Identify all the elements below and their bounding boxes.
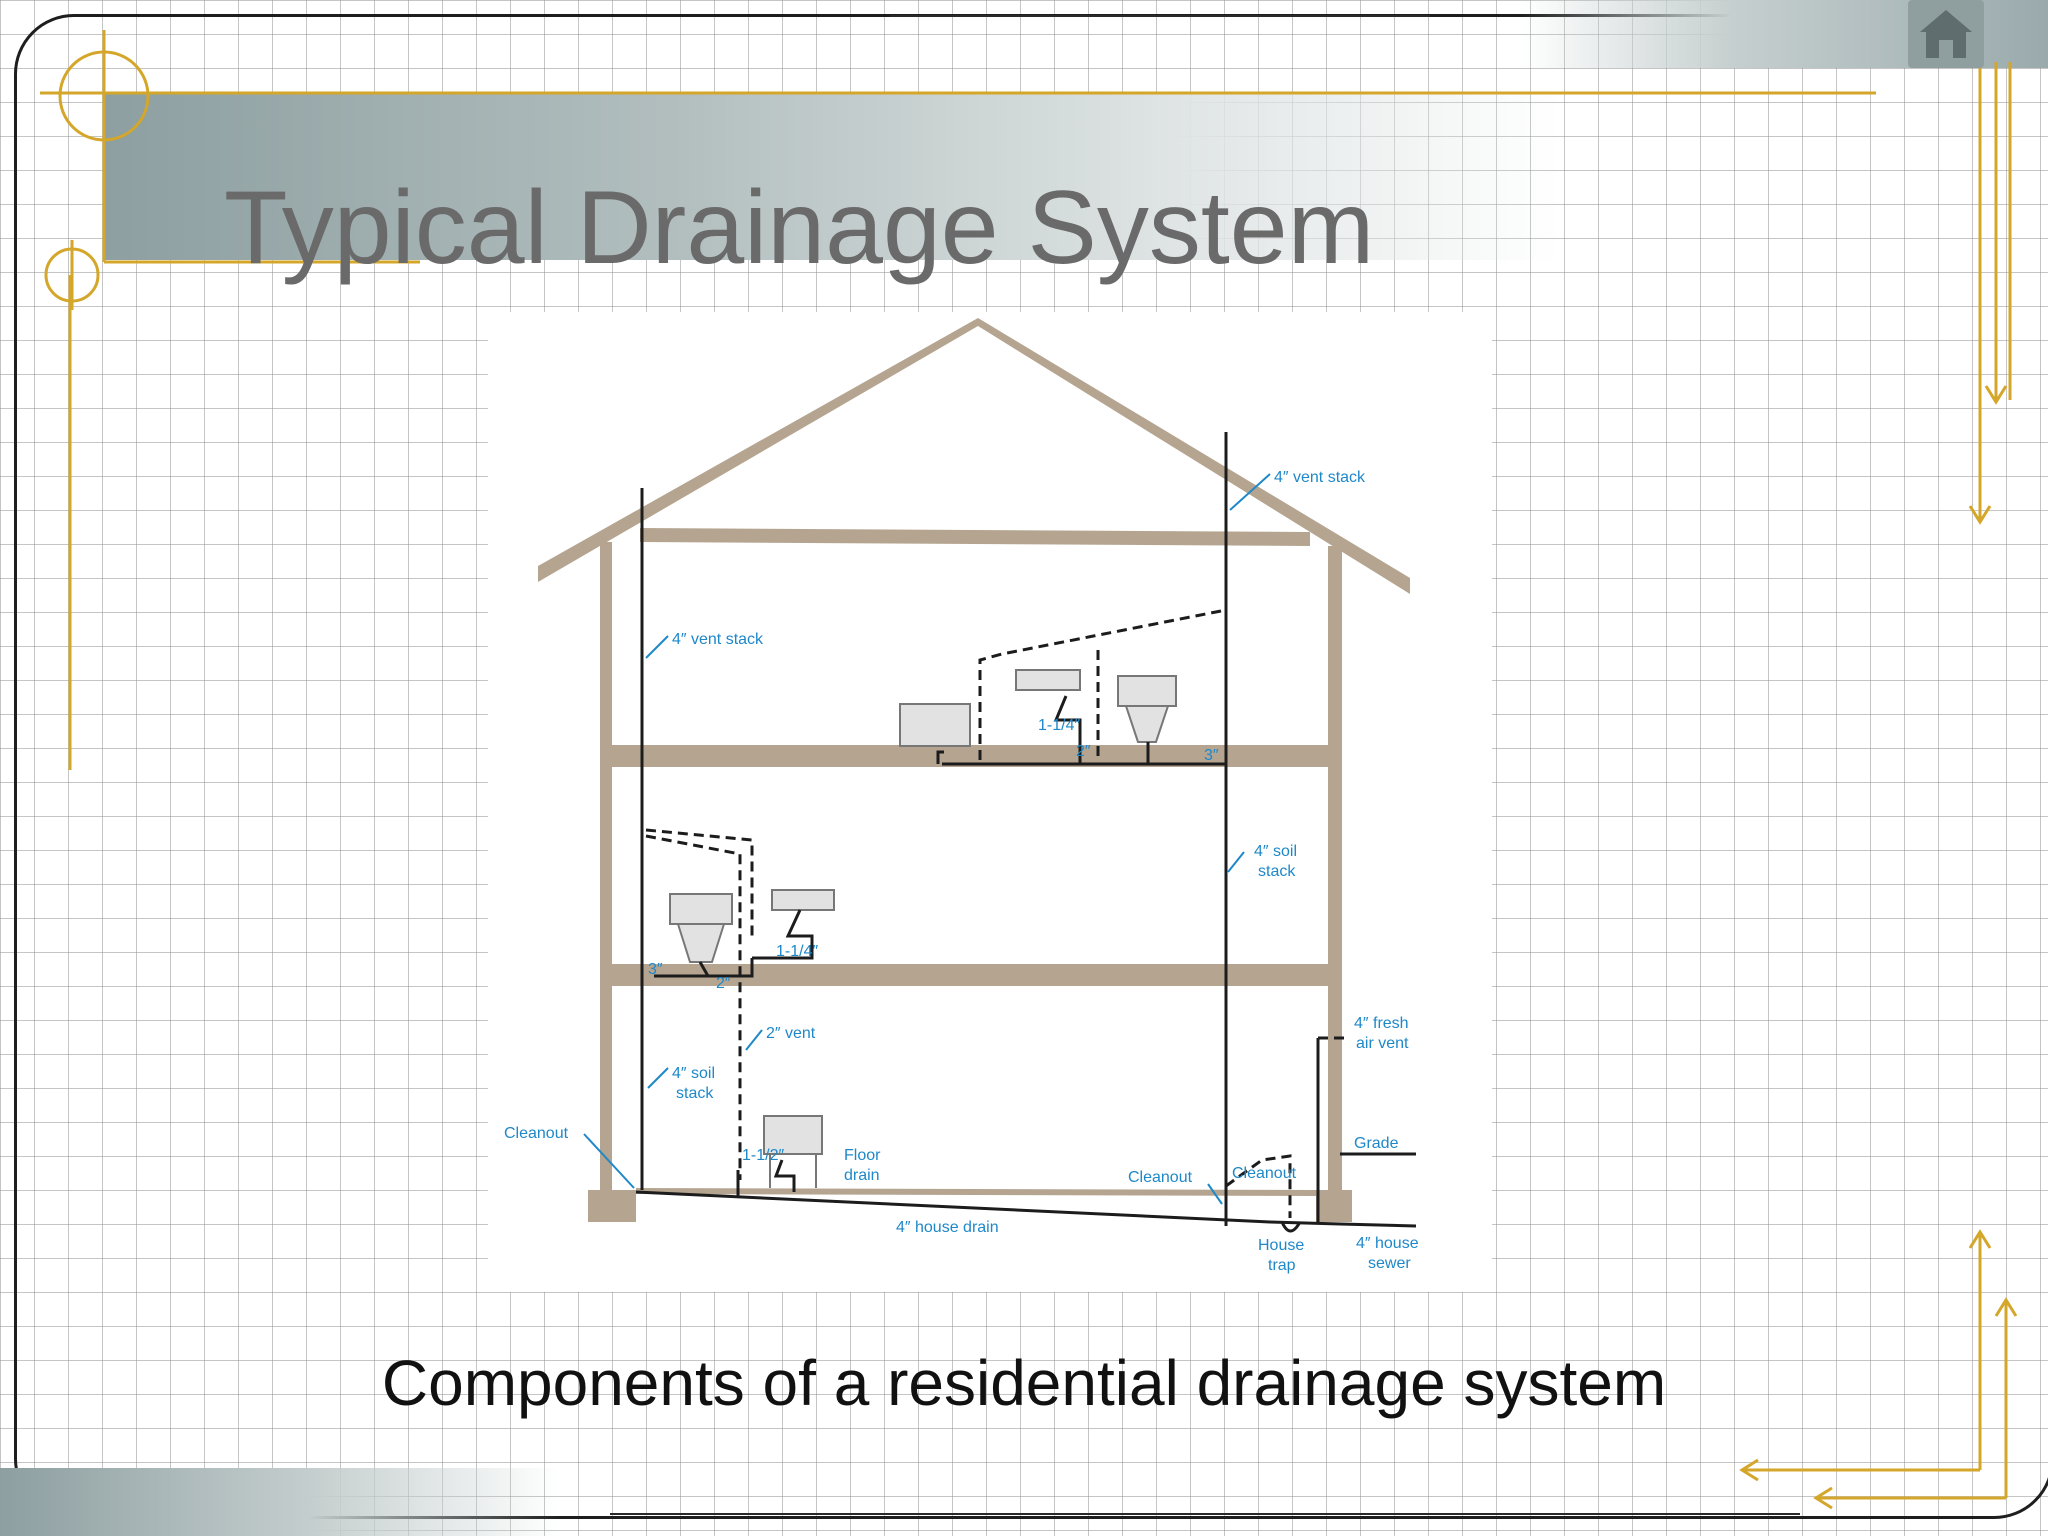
house-cross-section: 4″ vent stack 4″ vent stack 1-1/4″ 2″ 3″… — [504, 318, 1419, 1274]
label-vent-stack-left: 4″ vent stack — [672, 631, 764, 648]
cleanout-vent — [1225, 1154, 1292, 1218]
label-middle-2in: 2″ — [716, 975, 731, 992]
label-floor-drain-1: Floor — [844, 1147, 881, 1164]
middle-vent-a — [645, 828, 754, 940]
label-house-sewer-1: 4″ house — [1356, 1235, 1419, 1252]
pipes — [635, 432, 1417, 1233]
label-middle-sink-pipe: 1-1/4″ — [776, 943, 818, 960]
home-button[interactable] — [1908, 0, 1984, 68]
house-structure — [538, 318, 1410, 1222]
label-grade: Grade — [1354, 1135, 1399, 1152]
plumbing-fixtures — [669, 669, 1177, 1188]
middle-vent-b — [645, 834, 742, 1180]
label-upper-sink-pipe: 1-1/4″ — [1038, 717, 1080, 734]
slide-caption: Components of a residential drainage sys… — [381, 1347, 1667, 1419]
label-floor-drain-pipe: 1-1/2″ — [742, 1147, 784, 1164]
bathtub-upper — [899, 703, 971, 747]
vent-lines — [645, 608, 1344, 1218]
toilet-bowl-upper — [1124, 705, 1170, 743]
label-cleanout-left: Cleanout — [504, 1125, 569, 1142]
label-middle-3in: 3″ — [648, 961, 663, 978]
sink-middle — [771, 889, 835, 911]
label-house-trap-2: trap — [1268, 1257, 1296, 1274]
label-leaders — [583, 473, 1271, 1205]
bottom-left-gradient-band — [0, 1468, 560, 1536]
label-soil-stack-left-1: 4″ soil — [672, 1065, 715, 1082]
label-soil-stack-left-2: stack — [676, 1085, 714, 1102]
house-drain — [635, 1190, 1417, 1228]
label-house-drain: 4″ house drain — [896, 1219, 999, 1236]
label-cleanout-mid: Cleanout — [1128, 1169, 1193, 1186]
title-gradient-band — [104, 92, 2044, 260]
label-upper-3in: 3″ — [1204, 747, 1219, 764]
label-soil-stack-right-2: stack — [1258, 863, 1296, 880]
house-trap — [1280, 1221, 1302, 1233]
label-2in-vent: 2″ vent — [766, 1025, 816, 1042]
label-fresh-air-1: 4″ fresh — [1354, 1015, 1409, 1032]
label-floor-drain-2: drain — [844, 1167, 880, 1184]
label-soil-stack-right-1: 4″ soil — [1254, 843, 1297, 860]
label-vent-stack-top: 4″ vent stack — [1274, 469, 1366, 486]
drainage-diagram: 4″ vent stack 4″ vent stack 1-1/4″ 2″ 3″… — [488, 312, 1492, 1292]
toilet-bowl-middle — [676, 923, 726, 963]
laundry-tub — [763, 1115, 823, 1155]
page-title: Typical Drainage System — [224, 170, 1375, 286]
upper-vent — [978, 608, 1227, 760]
label-house-trap-1: House — [1258, 1237, 1304, 1254]
home-icon[interactable] — [1908, 0, 1984, 68]
toilet-tank-upper — [1117, 675, 1177, 707]
sink-upper — [1015, 669, 1081, 691]
toilet-tank-middle — [669, 893, 733, 925]
label-upper-2in: 2″ — [1076, 743, 1091, 760]
label-house-sewer-2: sewer — [1368, 1255, 1411, 1272]
label-fresh-air-2: air vent — [1356, 1035, 1409, 1052]
label-cleanout-right: Cleanout — [1232, 1165, 1297, 1182]
